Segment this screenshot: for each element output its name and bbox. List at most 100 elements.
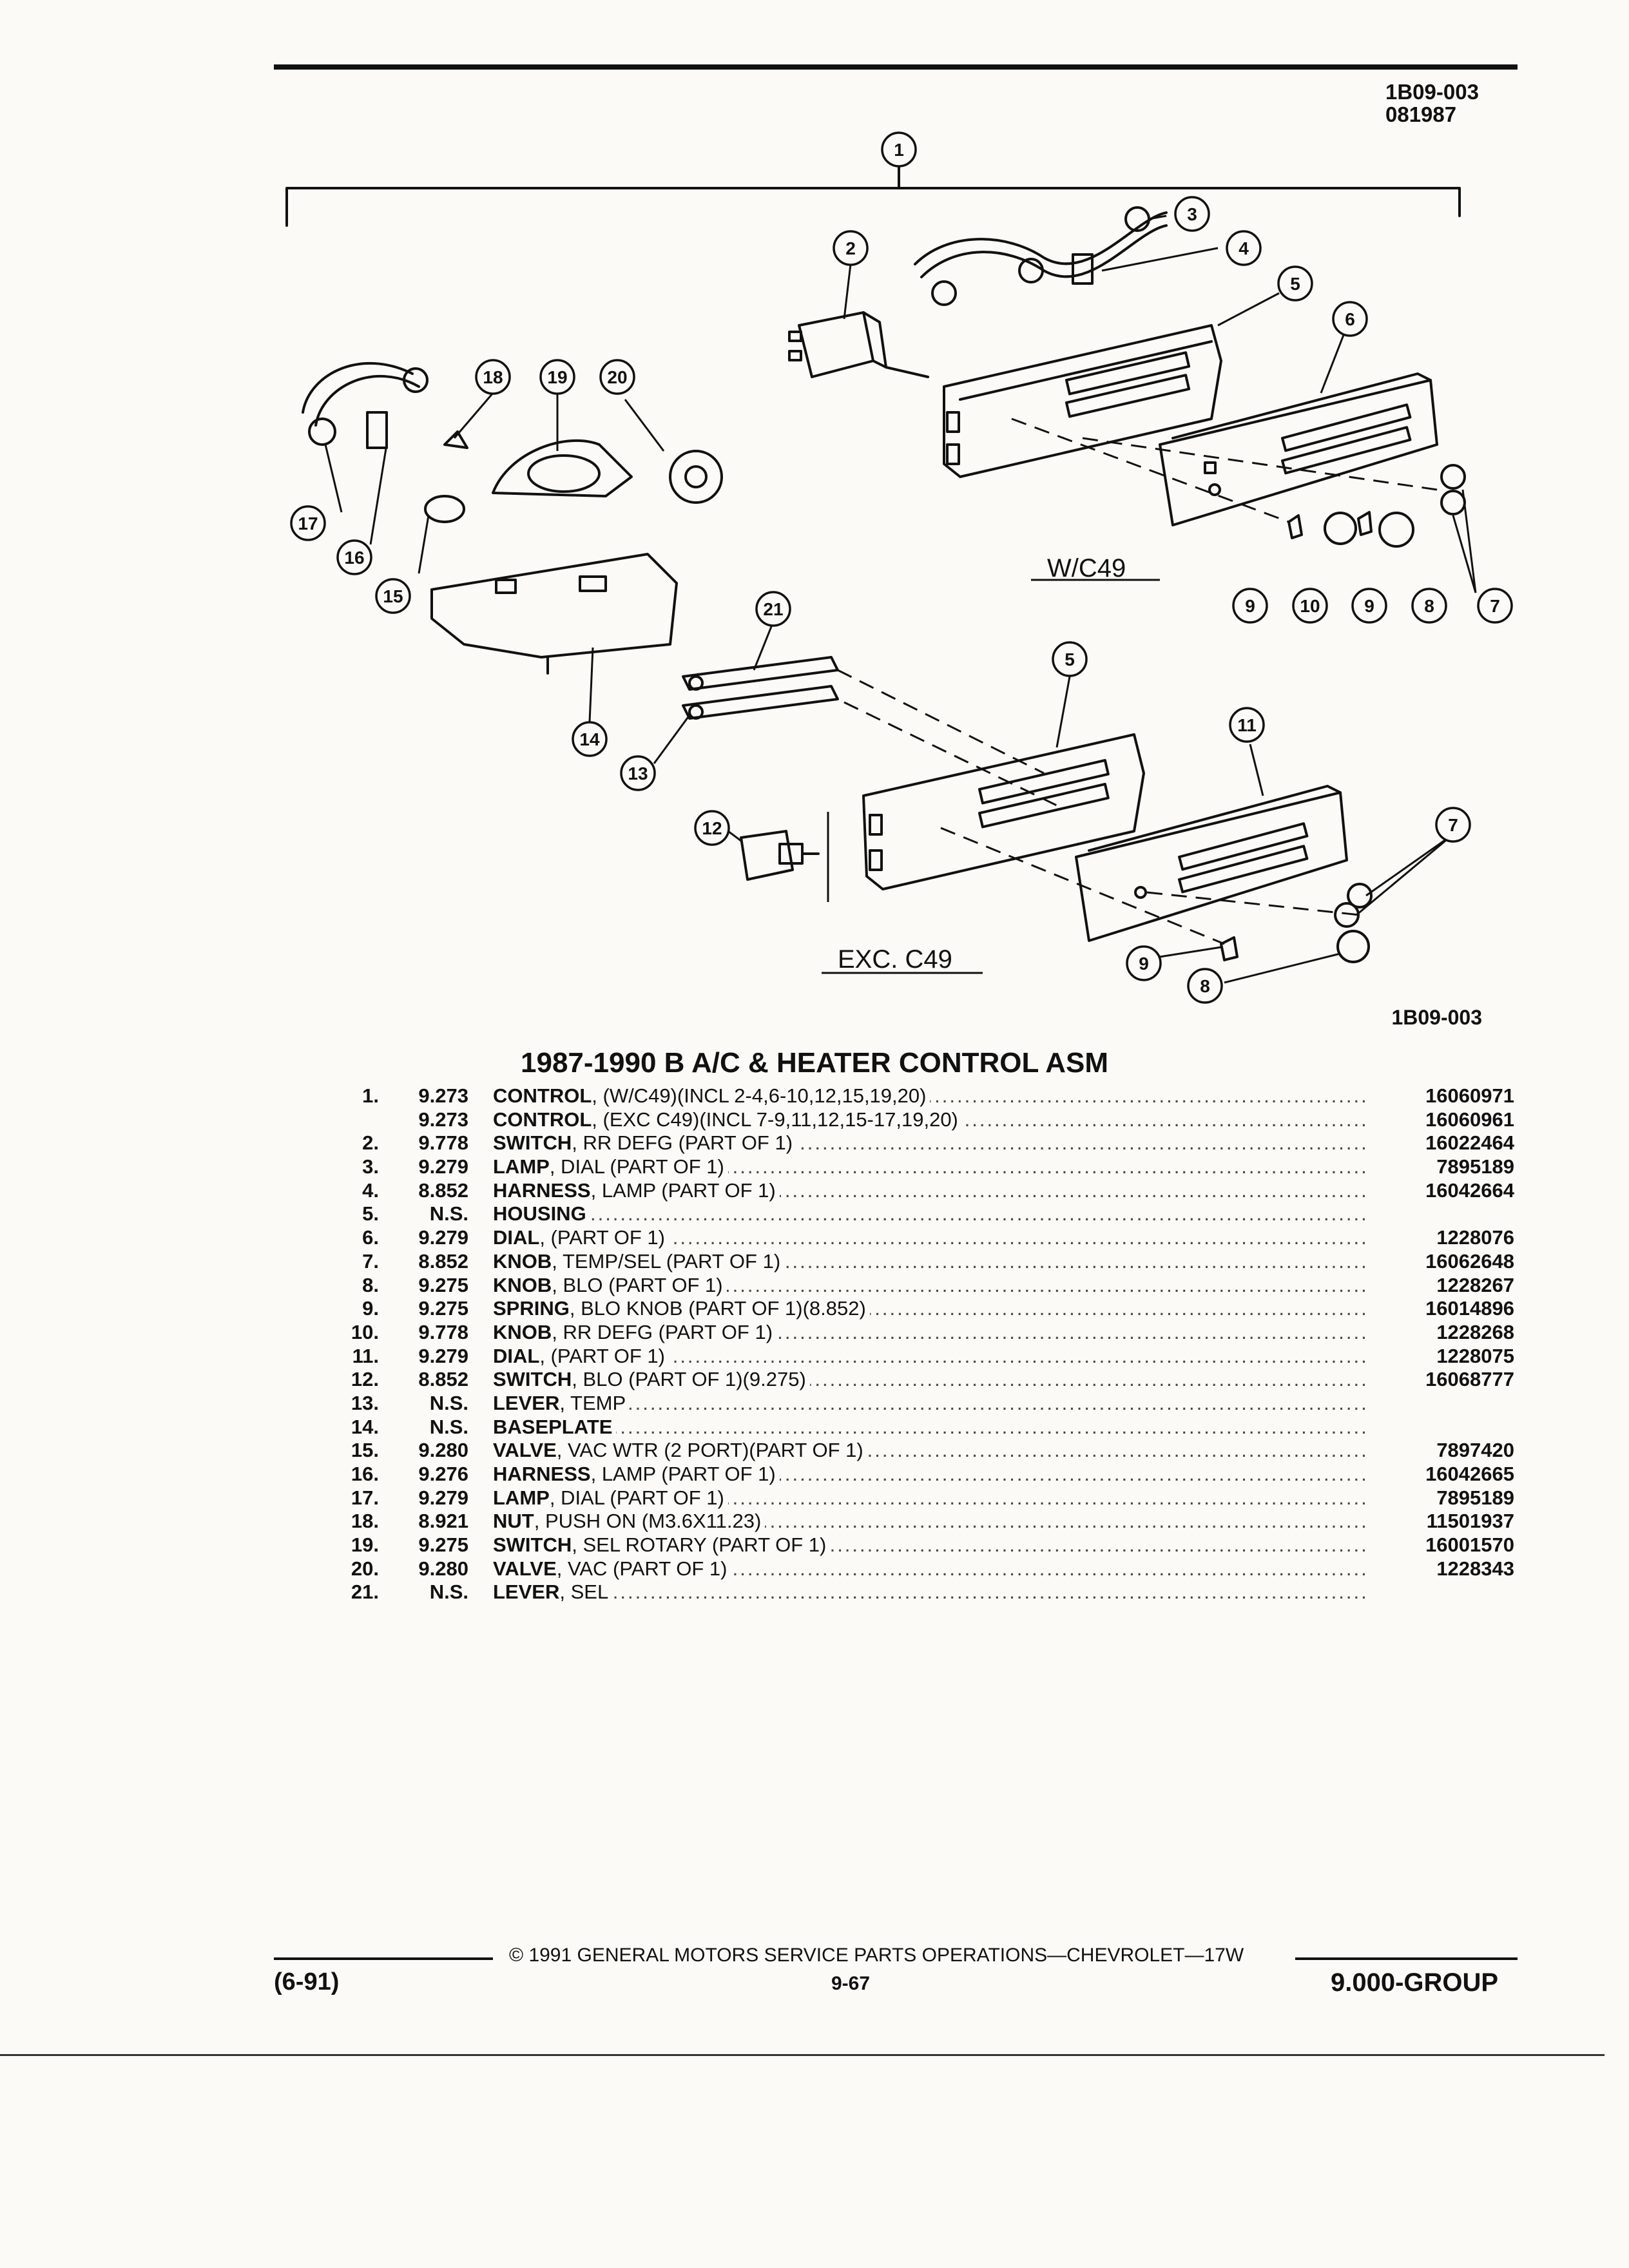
parts-list: 1.9.273.................................… — [303, 1084, 1514, 1604]
group-number: 9.276 — [418, 1463, 468, 1485]
description: ........................................… — [493, 1415, 1369, 1439]
part-number: 1228267 — [1436, 1273, 1514, 1296]
parts-row: 15.9.280................................… — [303, 1439, 1514, 1463]
parts-row: 3.9.279.................................… — [303, 1155, 1514, 1179]
callout-3: 3 — [1187, 204, 1197, 224]
item-number: 7. — [362, 1249, 379, 1273]
header-date: 081987 — [1385, 102, 1457, 126]
parts-row: 13.N.S..................................… — [303, 1391, 1514, 1416]
callout-17: 17 — [298, 514, 318, 533]
group-number: 9.273 — [418, 1108, 468, 1131]
group-number: 9.279 — [418, 1155, 468, 1178]
parts-row: 2.9.778.................................… — [303, 1131, 1514, 1155]
part-number: 7895189 — [1436, 1155, 1514, 1178]
housing-lower — [862, 733, 1145, 890]
group-number: 9.280 — [418, 1439, 468, 1462]
callout-19: 19 — [547, 367, 567, 387]
callout-7b: 7 — [1448, 815, 1458, 835]
part-number: 16001570 — [1425, 1533, 1514, 1557]
description: ........................................… — [493, 1297, 1369, 1321]
part-name: KNOB — [493, 1249, 552, 1273]
part-detail: , LAMP (PART OF 1) — [590, 1463, 776, 1485]
group-number: N.S. — [429, 1415, 468, 1438]
part-detail: , BLO (PART OF 1)(9.275) — [572, 1368, 806, 1391]
item-number: 1. — [362, 1084, 379, 1107]
parts-row: 7.8.852.................................… — [303, 1249, 1514, 1274]
dial-upper — [1159, 372, 1438, 526]
callout-2: 2 — [845, 238, 856, 258]
parts-row: 1.9.273.................................… — [303, 1084, 1514, 1108]
item-number: 21. — [351, 1581, 379, 1604]
part-name: KNOB — [493, 1320, 552, 1343]
description: ........................................… — [493, 1108, 1369, 1132]
part-name: HOUSING — [493, 1202, 586, 1225]
item-number: 10. — [351, 1320, 379, 1343]
baseplate — [430, 553, 678, 675]
parts-row: 12.8.852................................… — [303, 1368, 1514, 1392]
description: ........................................… — [493, 1131, 1369, 1155]
callout-11: 11 — [1237, 715, 1257, 735]
part-number: 1228075 — [1436, 1344, 1514, 1367]
part-detail: , TEMP — [559, 1391, 626, 1414]
group-number: 9.279 — [418, 1226, 468, 1249]
part-name: CONTROL — [493, 1084, 592, 1107]
part-number: 1228343 — [1436, 1557, 1514, 1580]
part-number: 1228268 — [1436, 1320, 1514, 1343]
part-detail: , RR DEFG (PART OF 1) — [552, 1320, 773, 1343]
item-number: 19. — [351, 1533, 379, 1557]
part-number: 16060971 — [1425, 1084, 1514, 1107]
callout-4: 4 — [1239, 238, 1249, 258]
callout-12: 12 — [702, 818, 722, 838]
part-name: SWITCH — [493, 1368, 572, 1391]
group-number: N.S. — [429, 1581, 468, 1604]
part-number: 16014896 — [1425, 1297, 1514, 1320]
parts-row: 21. N.S..................................… — [303, 1581, 1514, 1604]
parts-row: 17.9.279................................… — [303, 1486, 1514, 1510]
part-detail: , VAC WTR (2 PORT)(PART OF 1) — [556, 1439, 863, 1462]
description: ........................................… — [493, 1178, 1369, 1203]
part-name: SWITCH — [493, 1533, 572, 1557]
callout-9c: 9 — [1139, 954, 1149, 974]
group-number: 9.275 — [418, 1297, 468, 1320]
parts-row: 14.N.S..................................… — [303, 1415, 1514, 1439]
callout-13: 13 — [628, 764, 648, 783]
group-number: 8.852 — [418, 1178, 468, 1202]
part-name: KNOB — [493, 1273, 552, 1296]
part-number: 16060961 — [1425, 1108, 1514, 1131]
harness-upper — [914, 206, 1168, 306]
item-number: 5. — [362, 1202, 379, 1225]
description: ........................................… — [493, 1581, 1369, 1604]
leader-dots: ........................................… — [493, 1391, 1369, 1414]
group-number: 8.852 — [418, 1368, 468, 1391]
part-name: CONTROL — [493, 1108, 592, 1131]
part-detail: , PUSH ON (M3.6X11.23) — [534, 1510, 762, 1533]
item-number: 4. — [362, 1178, 379, 1202]
parts-row: 10.9.778................................… — [303, 1320, 1514, 1345]
description: ........................................… — [493, 1557, 1369, 1581]
parts-row: 6.9.279.................................… — [303, 1226, 1514, 1250]
item-number: 11. — [352, 1344, 379, 1367]
part-name: DIAL — [493, 1226, 540, 1249]
copyright-line: © 1991 GENERAL MOTORS SERVICE PARTS OPER… — [509, 1945, 1244, 1966]
housing-upper — [943, 324, 1222, 478]
parts-row: 5.N.S...................................… — [303, 1202, 1514, 1226]
part-detail: , SEL ROTARY (PART OF 1) — [572, 1533, 827, 1557]
leader-dots: ........................................… — [493, 1415, 1369, 1438]
part-number: 16042664 — [1425, 1178, 1514, 1202]
part-detail: , (PART OF 1) — [539, 1344, 665, 1367]
parts-row: 8.9.275.................................… — [303, 1273, 1514, 1298]
callout-14: 14 — [579, 729, 600, 749]
rr-defg-switch — [788, 311, 929, 378]
group-number: 9.280 — [418, 1557, 468, 1580]
group-number: 8.921 — [418, 1510, 468, 1533]
leader-dots: ........................................… — [493, 1202, 1369, 1225]
rotary-parts — [424, 430, 723, 523]
part-name: SWITCH — [493, 1131, 572, 1155]
part-detail: , BLO (PART OF 1) — [552, 1273, 723, 1296]
levers — [682, 656, 839, 720]
parts-row: 9.273...................................… — [303, 1108, 1514, 1132]
part-number: 16062648 — [1425, 1249, 1514, 1273]
group-number: 9.778 — [418, 1131, 468, 1155]
leader-dots: ........................................… — [493, 1581, 1369, 1604]
exploded-parts-diagram: 1 2 3 4 5 6 7 8 9 10 9 18 19 20 17 16 15… — [285, 131, 1513, 1029]
